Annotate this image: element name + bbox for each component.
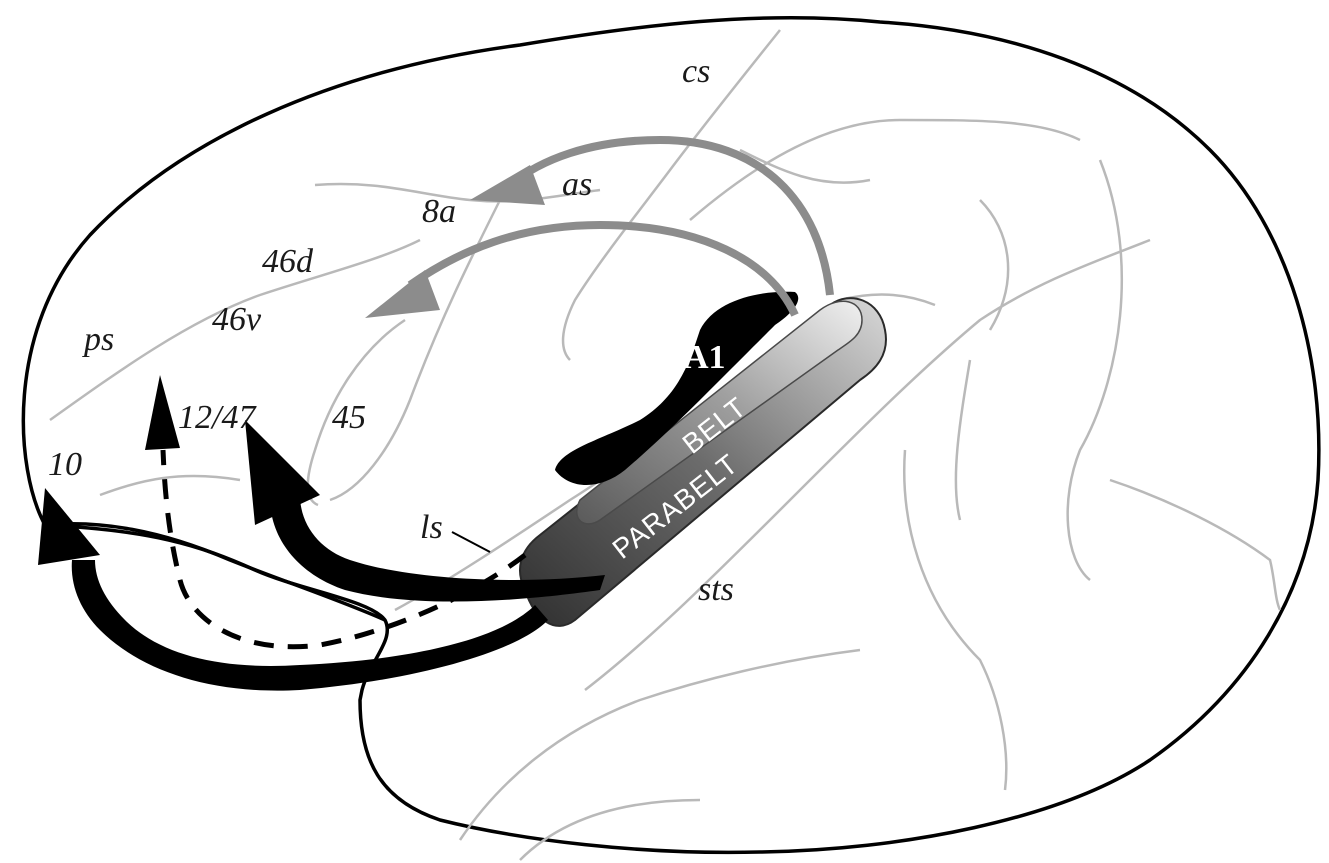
label-45: 45 [332, 399, 366, 436]
label-8a: 8a [422, 193, 456, 230]
label-cs: cs [682, 53, 710, 90]
label-46v: 46v [212, 301, 262, 338]
label-ps: ps [82, 321, 114, 358]
label-12-47: 12/47 [178, 399, 257, 436]
label-as: as [562, 166, 592, 203]
label-sts: sts [698, 571, 734, 608]
label-ls: ls [420, 509, 443, 546]
label-46d: 46d [262, 243, 314, 280]
label-10: 10 [48, 446, 82, 483]
label-a1: A1 [684, 339, 726, 376]
